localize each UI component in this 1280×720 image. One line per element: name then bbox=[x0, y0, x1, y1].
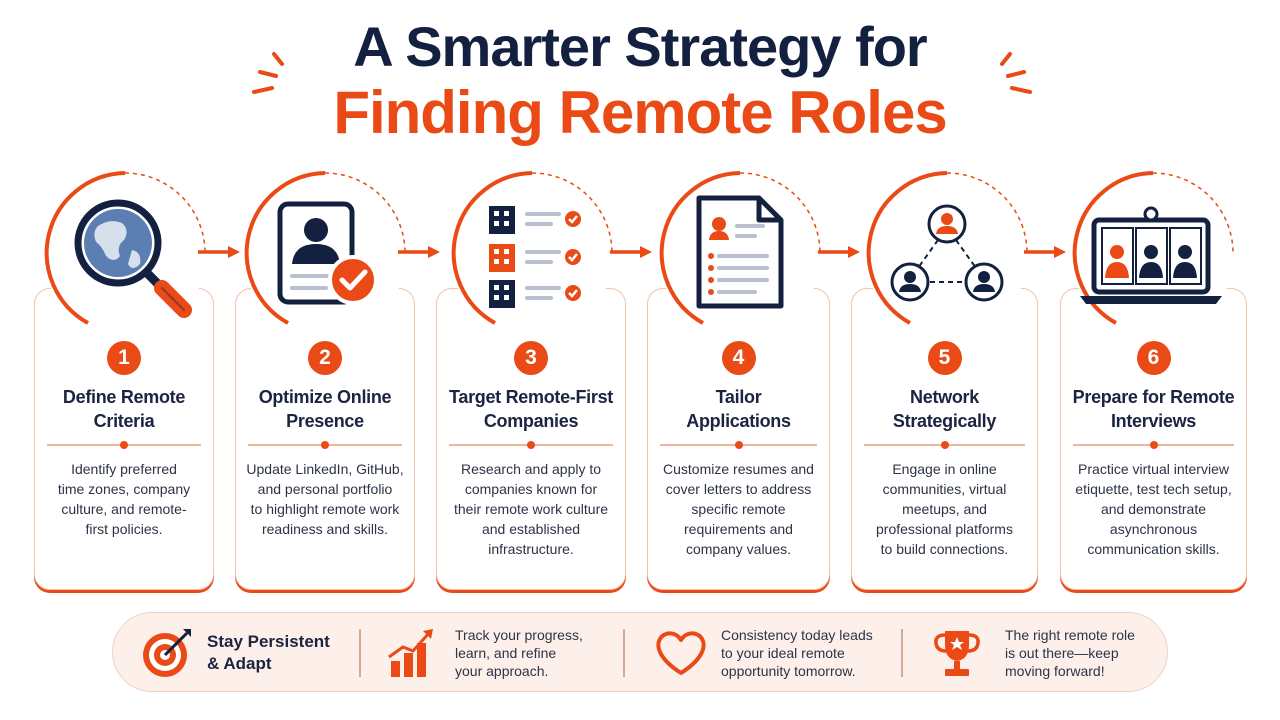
step-4-icon-circle bbox=[658, 171, 822, 335]
spark-right-decoration bbox=[1000, 52, 1032, 94]
step-2-icon-circle bbox=[243, 171, 407, 335]
step-divider bbox=[449, 441, 613, 449]
step-number: 1 bbox=[107, 341, 141, 375]
banner-separator bbox=[359, 629, 361, 677]
step-divider bbox=[47, 441, 201, 449]
step-divider bbox=[248, 441, 402, 449]
step-description: Research and apply to companies known fo… bbox=[453, 461, 609, 557]
title-line-1: A Smarter Strategy for bbox=[353, 15, 927, 78]
step-card-1: 1 Define Remote Criteria Identify prefer… bbox=[34, 288, 214, 590]
step-description: Engage in online communities, virtual me… bbox=[876, 461, 1013, 557]
arrow-5-6 bbox=[1024, 246, 1066, 258]
step-title: Tailor Applications bbox=[686, 387, 791, 431]
step-card-4: 4 Tailor Applications Customize resumes … bbox=[647, 288, 830, 590]
step-card-5: 5 Network Strategically Engage in online… bbox=[851, 288, 1038, 590]
banner-separator bbox=[623, 629, 625, 677]
step-card-6: 6 Prepare for Remote Interviews Practice… bbox=[1060, 288, 1247, 590]
step-number: 4 bbox=[721, 341, 756, 375]
step-5-icon-circle bbox=[865, 171, 1029, 335]
step-description: Identify preferred time zones, company c… bbox=[57, 461, 191, 537]
title-line-2: Finding Remote Roles bbox=[333, 79, 947, 146]
step-divider bbox=[660, 441, 817, 449]
arrow-2-3 bbox=[398, 246, 440, 258]
step-title: Network Strategically bbox=[892, 387, 997, 431]
target-icon bbox=[143, 629, 191, 677]
magnifier-globe-icon bbox=[74, 199, 192, 318]
step-card-3: 3 Target Remote-First Companies Research… bbox=[436, 288, 626, 590]
step-1-icon-circle bbox=[43, 171, 207, 335]
step-divider bbox=[1073, 441, 1234, 449]
step-divider bbox=[864, 441, 1025, 449]
arrow-4-5 bbox=[818, 246, 860, 258]
step-title: Target Remote-First Companies bbox=[449, 387, 613, 431]
step-number: 5 bbox=[927, 341, 962, 375]
profile-check-icon bbox=[277, 201, 378, 305]
banner-text-consistency: Consistency today leads to your ideal re… bbox=[721, 627, 873, 679]
step-number: 2 bbox=[308, 341, 342, 375]
heart-icon bbox=[656, 631, 706, 675]
resume-document-icon bbox=[696, 195, 784, 309]
banner-headline: Stay Persistent & Adapt bbox=[207, 632, 330, 673]
step-number: 3 bbox=[514, 341, 548, 375]
persistence-banner: Stay Persistent & Adapt Track your progr… bbox=[112, 612, 1168, 692]
network-people-icon bbox=[890, 204, 1004, 302]
arrow-3-4 bbox=[610, 246, 652, 258]
step-3-icon-circle bbox=[450, 171, 614, 335]
banner-text-progress: Track your progress, learn, and refine y… bbox=[455, 627, 583, 679]
banner-separator bbox=[901, 629, 903, 677]
step-card-2: 2 Optimize Online Presence Update Linked… bbox=[235, 288, 415, 590]
step-description: Customize resumes and cover letters to a… bbox=[663, 461, 814, 557]
banner-text-keep-moving: The right remote role is out there—keep … bbox=[1005, 627, 1135, 679]
step-number: 6 bbox=[1136, 341, 1171, 375]
arrow-1-2 bbox=[198, 246, 240, 258]
trophy-icon bbox=[934, 631, 980, 676]
step-title: Define Remote Criteria bbox=[62, 387, 186, 431]
spark-left-decoration bbox=[252, 52, 284, 94]
step-title: Optimize Online Presence bbox=[258, 387, 392, 431]
growth-chart-icon bbox=[388, 629, 433, 677]
step-description: Update LinkedIn, GitHub, and personal po… bbox=[246, 461, 404, 537]
step-6-icon-circle bbox=[1071, 171, 1235, 335]
laptop-video-call-icon bbox=[1080, 206, 1222, 304]
step-title: Prepare for Remote Interviews bbox=[1072, 387, 1235, 431]
company-list-icon bbox=[489, 206, 581, 308]
step-description: Practice virtual interview etiquette, te… bbox=[1075, 461, 1232, 557]
